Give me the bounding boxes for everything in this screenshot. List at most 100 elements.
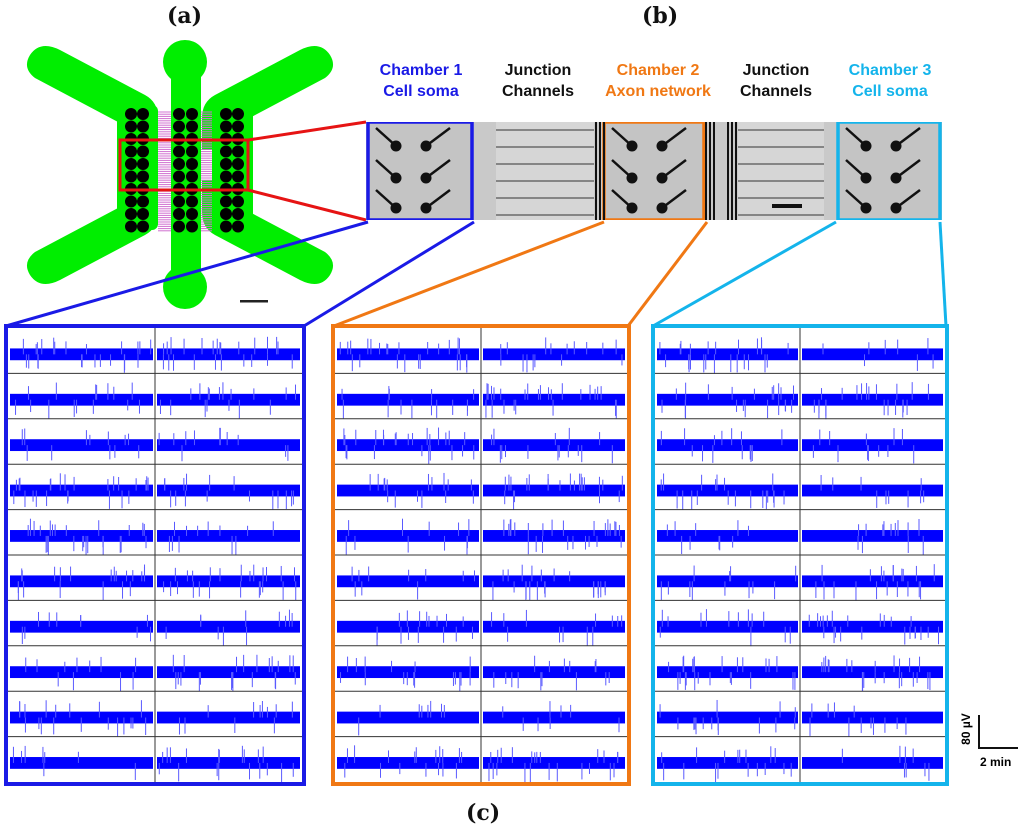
microscope-strip [366,122,942,220]
trace-noise-band [657,530,798,542]
panel-a-label: (a) [167,3,203,29]
electrode [890,140,902,152]
channel-trace [483,473,625,510]
electrode [125,170,137,183]
electrode [420,172,432,184]
electrode [137,170,149,183]
cyan-connector-right [938,221,948,327]
channel-trace [802,564,943,601]
trace-noise-band [657,757,798,769]
channel-trace [337,386,479,419]
electrode [173,220,185,233]
electrode [232,145,244,158]
trace-noise-band [483,348,625,361]
electrode [220,158,232,170]
trace-noise-band [483,530,625,542]
channel-trace [483,383,625,419]
scale-bar-horizontal [978,747,1018,749]
channel-trace [483,337,625,373]
orange-connector-left [333,220,605,328]
channel-trace [657,428,798,463]
electrode [656,140,668,152]
electrode [186,145,198,158]
electrode [186,108,198,120]
trace-noise-band [483,575,625,588]
channel-trace [657,473,798,510]
channel-trace [10,611,153,645]
electrode [173,208,185,220]
header-junction-2-subtitle: Channels [739,83,812,100]
center-bottom-reservoir [163,265,207,309]
channel-trace [802,519,943,555]
trace-noise-band [10,711,153,724]
channel-trace [157,382,300,419]
trace-noise-band [657,711,798,724]
trace-noise-band [10,666,153,679]
center-top-reservoir [163,40,207,84]
header-chamber-3-title: Chamber 3 [848,62,932,79]
channel-trace [802,382,943,420]
scale-bar-voltage-label: 80 µV [959,713,973,745]
channel-trace [337,337,479,373]
trace-noise-band [157,711,300,724]
red-connector-bottom [247,188,367,222]
channel-trace [10,337,153,373]
trace-noise-band [337,666,479,679]
electrode [137,208,149,220]
chamber-highlight-box [366,122,474,220]
electrode [232,120,244,133]
chamber-image [368,122,472,220]
blue-connector-left [5,220,369,328]
electrode [173,145,185,158]
device-schematic [26,40,334,309]
trace-grid-svg [655,328,945,782]
channel-trace [657,699,798,736]
electrode [232,208,244,220]
channel-trace [483,655,625,691]
electrode [137,120,149,133]
channel-trace [337,518,479,555]
header-chamber-3-subtitle: Cell soma [852,83,928,100]
electrode [125,220,137,233]
electrode [232,108,244,120]
panel-c-label: (c) [466,800,501,826]
electrode [656,202,668,214]
scale-bar-time-label: 2 min [980,755,1012,769]
trace-noise-band [157,348,300,361]
channel-trace [802,338,943,371]
trace-noise-band [483,439,625,452]
trace-noise-band [657,393,798,406]
trace-noise-band [802,439,943,452]
channel-trace [802,655,943,692]
electrode [125,195,137,208]
trace-noise-band [10,530,153,542]
electrode [220,120,232,133]
electrode [656,172,668,184]
junction-region [738,122,824,220]
electrode [173,120,185,133]
electrode [125,158,137,170]
electrode [125,120,137,133]
junction-region [496,122,594,220]
trace-noise-band [157,575,300,588]
electrode [390,172,402,184]
channel-trace [657,520,798,554]
header-chamber-2: Chamber 2 Axon network [598,60,718,102]
trace-noise-band [157,393,300,406]
electrode [137,158,149,170]
electrode [626,172,638,184]
chamber-image [838,122,940,220]
channel-trace [10,518,153,555]
channel-trace [657,746,798,782]
trace-noise-band [157,666,300,679]
trace-noise-band [657,484,798,497]
electrode [626,140,638,152]
chamber-highlight-box [836,122,942,220]
trace-noise-band [483,484,625,497]
header-junction-1-title: Junction [504,62,572,79]
trace-noise-band [802,620,943,633]
channel-trace [157,564,300,601]
trace-noise-band [802,348,943,361]
channel-trace [483,427,625,464]
channel-trace [157,609,300,646]
